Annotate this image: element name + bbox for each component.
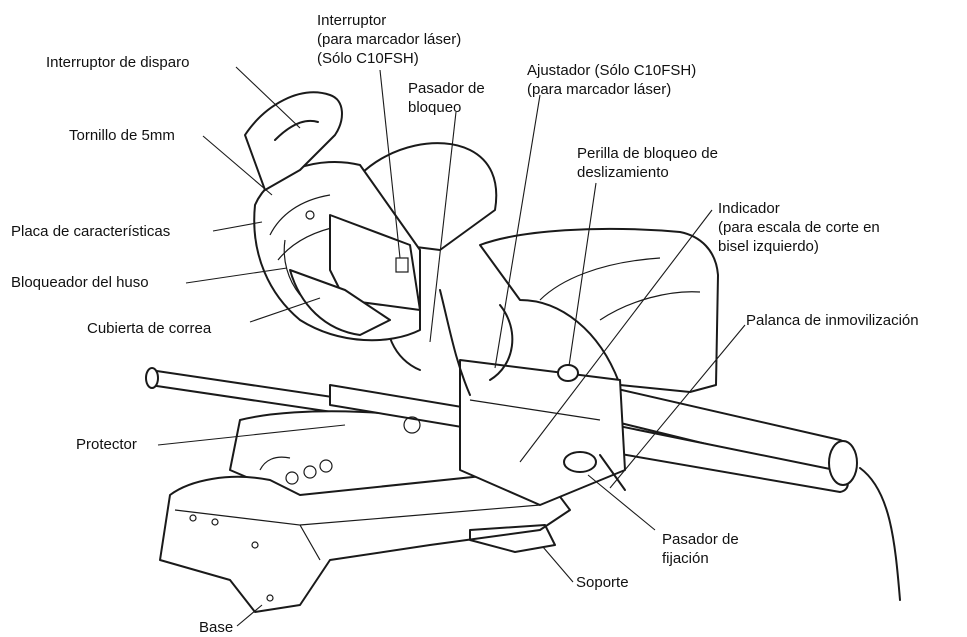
belt-cover — [329, 214, 421, 311]
power-cord — [859, 467, 901, 601]
handle — [244, 91, 343, 191]
label-indicador-1: Indicador — [718, 200, 780, 217]
label-interruptor-laser-2: (para marcador láser) — [317, 31, 462, 48]
label-soporte: Soporte — [576, 574, 629, 591]
label-ajustador-2: (para marcador láser) — [527, 81, 672, 98]
lower-guard — [289, 269, 391, 336]
label-perilla-1: Perilla de bloqueo de — [577, 145, 718, 162]
label-pasador-fijacion-1: Pasador de — [662, 531, 739, 548]
label-placa: Placa de características — [11, 223, 171, 240]
label-indicador-3: bisel izquierdo) — [718, 238, 819, 255]
label-bloqueador: Bloqueador del huso — [11, 274, 149, 291]
rail-end-cap — [828, 440, 858, 486]
fixing-pin — [563, 451, 597, 473]
label-interruptor-disparo: Interruptor de disparo — [46, 54, 190, 71]
label-palanca: Palanca de inmovilización — [746, 312, 919, 329]
label-interruptor-laser-3: (Sólo C10FSH) — [317, 50, 419, 67]
label-indicador-2: (para escala de corte en — [718, 219, 880, 236]
laser-adjuster-cable — [489, 304, 514, 381]
label-pasador-fijacion-2: fijación — [662, 550, 709, 567]
lock-pin-shaft — [439, 289, 471, 396]
label-perilla-2: deslizamiento — [577, 164, 669, 181]
base — [159, 469, 571, 613]
label-interruptor-laser-1: Interruptor — [317, 12, 387, 29]
slide-lock-knob — [557, 364, 579, 382]
label-base: Base — [199, 619, 234, 636]
label-tornillo: Tornillo de 5mm — [69, 127, 175, 144]
label-pasador-bloqueo-2: bloqueo — [408, 99, 462, 116]
label-ajustador-1: Ajustador (Sólo C10FSH) — [527, 62, 697, 79]
dust-bag — [479, 227, 719, 393]
label-protector: Protector — [76, 436, 137, 453]
label-cubierta: Cubierta de correa — [87, 320, 212, 337]
label-pasador-bloqueo-1: Pasador de — [408, 80, 485, 97]
support-bracket — [469, 524, 556, 553]
lock-lever — [599, 454, 626, 491]
